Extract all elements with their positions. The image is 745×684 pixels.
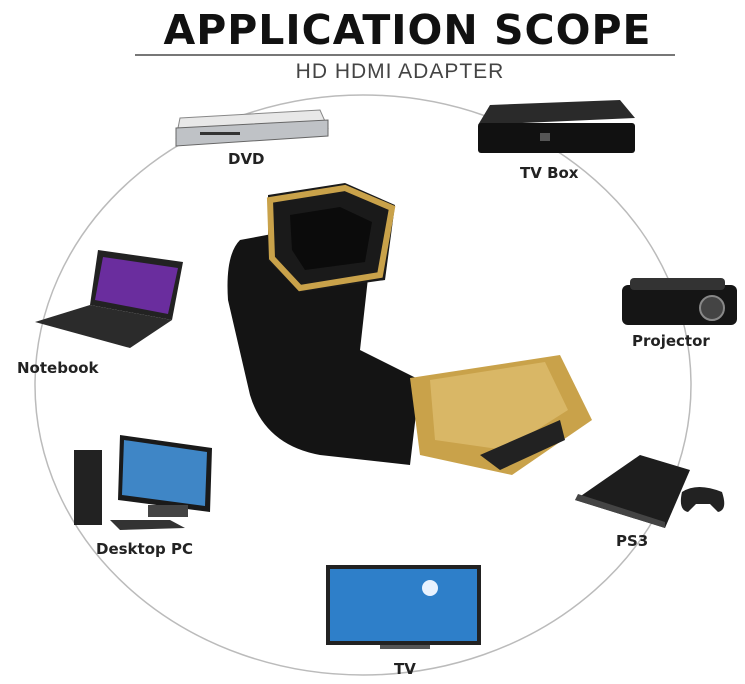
notebook-icon [35, 250, 183, 348]
hdmi-adapter-image [227, 183, 592, 475]
label-ps3: PS3 [616, 532, 649, 550]
ps3-icon [575, 455, 725, 528]
label-dvd: DVD [228, 150, 265, 168]
connection-ring [34, 94, 692, 676]
title-divider [135, 54, 675, 56]
label-notebook: Notebook [17, 359, 99, 377]
label-tv: TV [394, 660, 416, 678]
tv-icon [326, 565, 481, 649]
tv-box-icon [478, 100, 635, 153]
projector-icon [622, 278, 737, 325]
desktop-pc-icon [74, 435, 212, 530]
label-desktop-pc: Desktop PC [96, 540, 193, 558]
label-tv-box: TV Box [520, 164, 579, 182]
page-title: APPLICATION SCOPE [163, 6, 652, 54]
page-subtitle: HD HDMI ADAPTER [295, 60, 505, 83]
label-projector: Projector [632, 332, 710, 350]
dvd-player-icon [175, 109, 329, 147]
